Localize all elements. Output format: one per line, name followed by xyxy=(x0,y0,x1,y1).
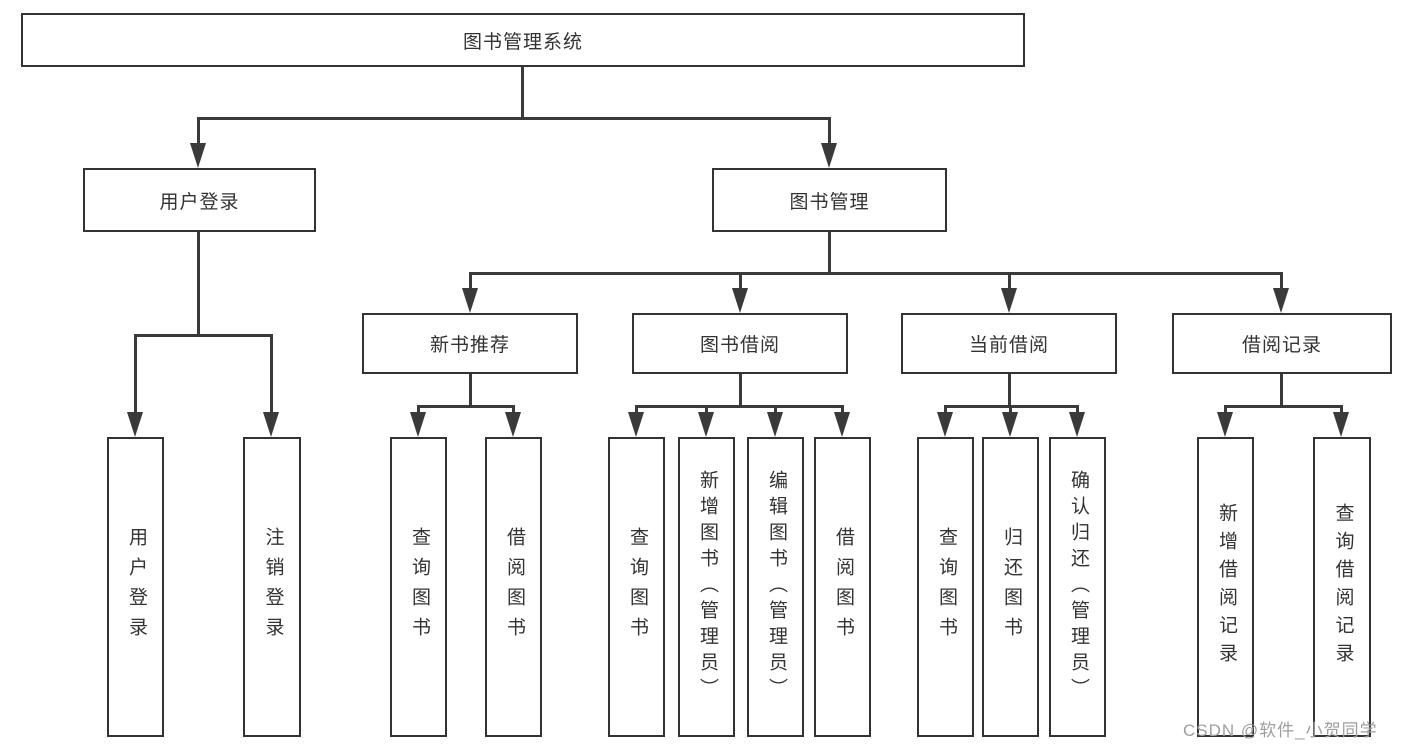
node-root-library-system: 图书管理系统 xyxy=(21,13,1025,67)
arrow-down-icon xyxy=(1217,412,1233,437)
csdn-watermark: CSDN @软件_小贺同学 xyxy=(1183,721,1378,740)
node-current-borrow: 当前借阅 xyxy=(901,313,1117,374)
arrow-down-icon xyxy=(1273,288,1289,313)
node-user-login: 用户登录 xyxy=(83,168,316,232)
node-book-borrow: 图书借阅 xyxy=(632,313,848,374)
leaf-query-books-borrow: 查询图书 xyxy=(608,437,665,737)
leaf-logout: 注销登录 xyxy=(243,437,301,737)
connector-line xyxy=(197,232,200,336)
arrow-down-icon xyxy=(263,412,279,437)
node-label: 查询图书 xyxy=(408,527,430,647)
arrow-down-icon xyxy=(127,412,143,437)
connector-line xyxy=(705,405,708,414)
connector-line xyxy=(469,272,1283,275)
connector-line xyxy=(1280,374,1283,407)
node-label: 确认归还（管理员） xyxy=(1067,470,1089,704)
leaf-user-login: 用户登录 xyxy=(107,437,164,737)
connector-line xyxy=(417,405,420,414)
leaf-edit-books-admin: 编辑图书（管理员） xyxy=(747,437,804,737)
arrow-down-icon xyxy=(834,412,850,437)
connector-line xyxy=(469,272,472,290)
node-label: 注销登录 xyxy=(262,527,284,647)
node-label: 借阅图书 xyxy=(832,527,854,647)
arrow-down-icon xyxy=(505,412,521,437)
node-label: 查询图书 xyxy=(626,527,648,647)
connector-line xyxy=(134,334,137,416)
arrow-down-icon xyxy=(937,412,953,437)
arrow-down-icon xyxy=(732,288,748,313)
connector-line xyxy=(774,405,777,414)
arrow-down-icon xyxy=(767,412,783,437)
leaf-borrow-books-recommend: 借阅图书 xyxy=(485,437,542,737)
node-label: 图书借阅 xyxy=(699,335,780,356)
connector-line xyxy=(197,117,831,120)
arrow-down-icon xyxy=(1069,412,1085,437)
leaf-return-books: 归还图书 xyxy=(982,437,1039,737)
connector-line xyxy=(828,117,831,146)
node-label: 新增借阅记录 xyxy=(1215,503,1237,671)
node-label: 新增图书（管理员） xyxy=(696,470,718,704)
connector-line xyxy=(635,405,843,408)
connector-line xyxy=(134,334,273,337)
connector-line xyxy=(841,405,844,414)
node-book-management: 图书管理 xyxy=(712,168,947,232)
node-label: 当前借阅 xyxy=(968,335,1049,356)
leaf-add-borrow-record: 新增借阅记录 xyxy=(1197,437,1254,737)
connector-line xyxy=(521,66,524,118)
arrow-down-icon xyxy=(1002,412,1018,437)
node-label: 查询图书 xyxy=(935,527,957,647)
connector-line xyxy=(417,405,514,408)
leaf-borrow-books: 借阅图书 xyxy=(814,437,871,737)
arrow-down-icon xyxy=(628,412,644,437)
leaf-add-books-admin: 新增图书（管理员） xyxy=(678,437,735,737)
leaf-query-books-current: 查询图书 xyxy=(917,437,974,737)
leaf-query-books-recommend: 查询图书 xyxy=(390,437,447,737)
connector-line xyxy=(1008,374,1011,407)
connector-line xyxy=(635,405,638,414)
arrow-down-icon xyxy=(821,143,837,168)
connector-line xyxy=(270,334,273,416)
node-label: 归还图书 xyxy=(1000,527,1022,647)
connector-line xyxy=(1009,405,1012,414)
node-new-book-recommend: 新书推荐 xyxy=(362,313,578,374)
connector-line xyxy=(739,272,742,290)
connector-line xyxy=(1076,405,1079,414)
node-label: 用户登录 xyxy=(159,191,240,213)
connector-line xyxy=(469,374,472,407)
arrow-down-icon xyxy=(462,288,478,313)
node-label: 借阅图书 xyxy=(503,527,525,647)
arrow-down-icon xyxy=(1333,412,1349,437)
connector-line xyxy=(1224,405,1227,414)
connector-line xyxy=(1340,405,1343,414)
connector-line xyxy=(1008,272,1011,290)
connector-line xyxy=(739,374,742,407)
connector-line xyxy=(1280,272,1283,290)
node-label: 用户登录 xyxy=(125,527,147,647)
node-label: 图书管理 xyxy=(789,191,870,213)
connector-line xyxy=(512,405,515,414)
node-label: 编辑图书（管理员） xyxy=(765,470,787,704)
connector-line xyxy=(944,405,947,414)
arrow-down-icon xyxy=(190,143,206,168)
arrow-down-icon xyxy=(1001,288,1017,313)
arrow-down-icon xyxy=(698,412,714,437)
connector-line xyxy=(197,117,200,146)
connector-line xyxy=(1224,405,1342,408)
leaf-query-borrow-record: 查询借阅记录 xyxy=(1313,437,1371,737)
leaf-confirm-return-admin: 确认归还（管理员） xyxy=(1049,437,1106,737)
arrow-down-icon xyxy=(410,412,426,437)
connector-line xyxy=(828,232,831,274)
node-label: 借阅记录 xyxy=(1241,335,1322,356)
node-label: 图书管理系统 xyxy=(462,31,583,53)
node-label: 查询借阅记录 xyxy=(1332,503,1354,671)
node-borrow-records: 借阅记录 xyxy=(1172,313,1392,374)
node-label: 新书推荐 xyxy=(429,335,510,356)
